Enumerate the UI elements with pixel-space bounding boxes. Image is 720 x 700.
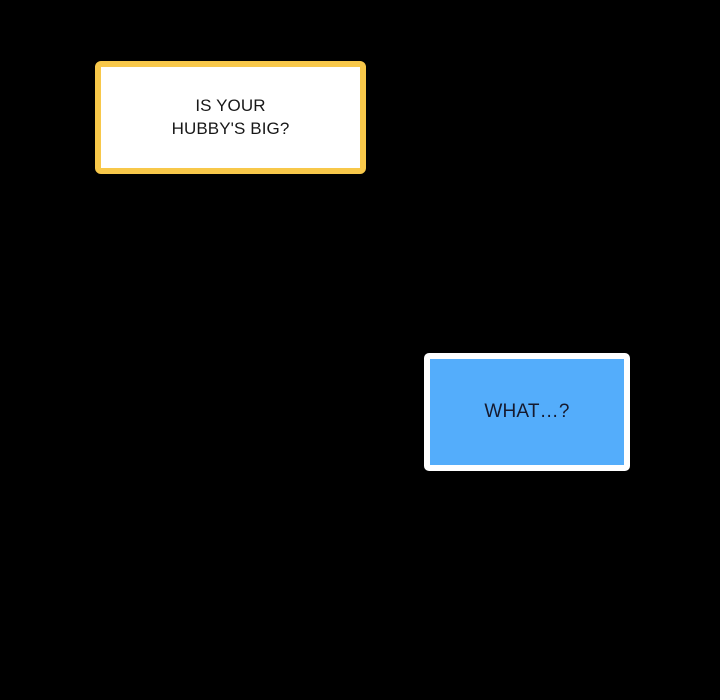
question-card[interactable]: IS YOUR HUBBY'S BIG? [95, 61, 366, 174]
reaction-card[interactable]: WHAT…? [424, 353, 630, 471]
question-card-text: IS YOUR HUBBY'S BIG? [171, 96, 290, 138]
reaction-card-text: WHAT…? [484, 401, 570, 423]
